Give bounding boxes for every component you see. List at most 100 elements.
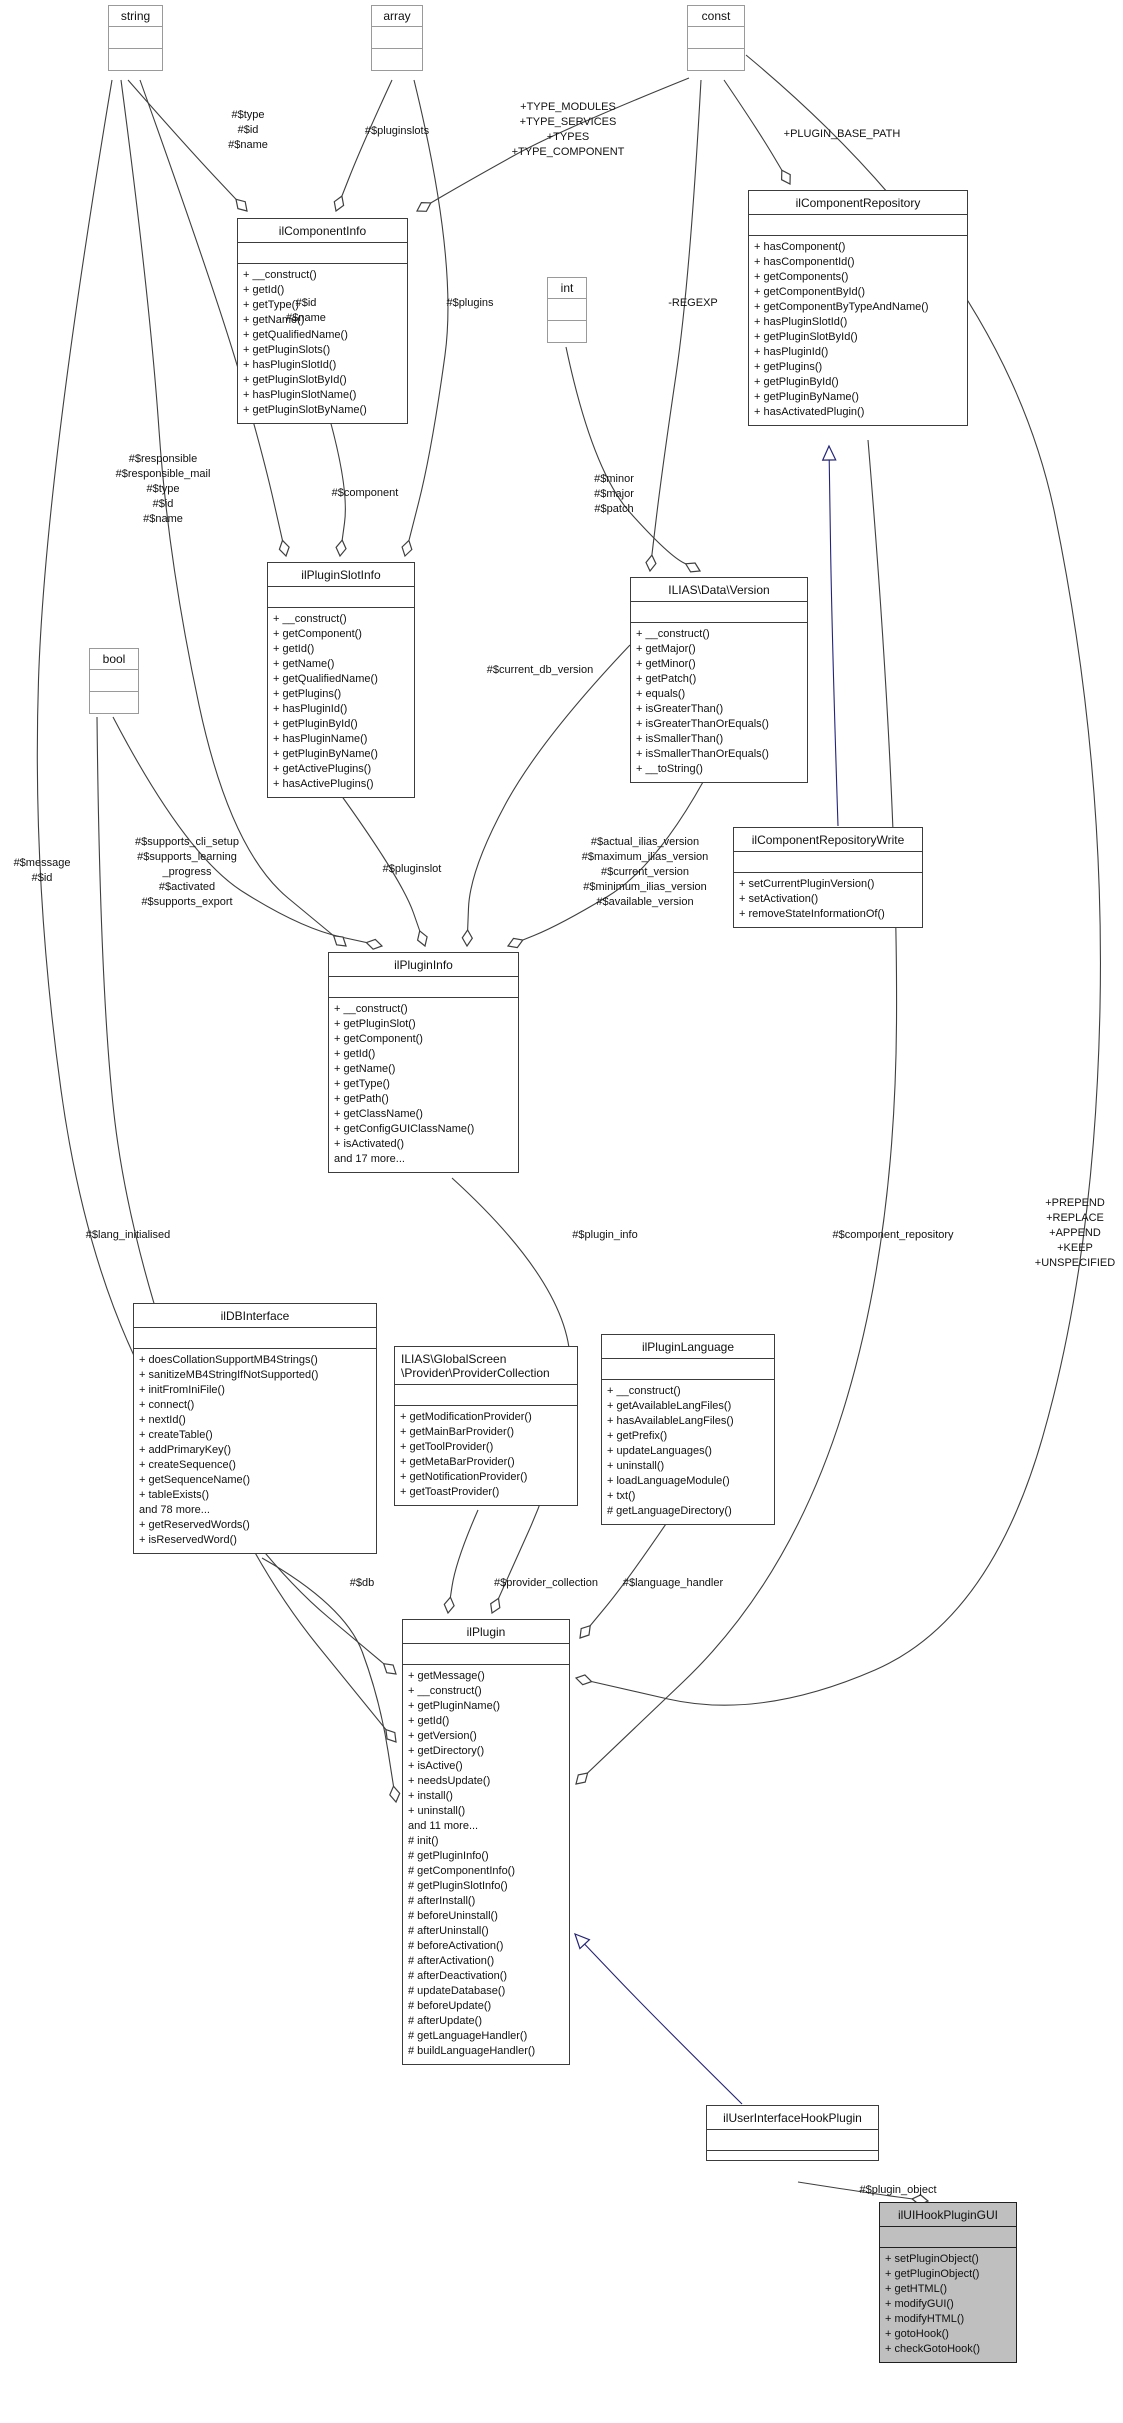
edge-label-language_handler: #$language_handler — [622, 1577, 724, 1589]
class-node-ilPluginInfo[interactable]: ilPluginInfo+ __construct() + getPluginS… — [328, 952, 519, 1173]
edge-label-component: #$component — [331, 487, 399, 499]
methods-section-bool — [90, 692, 138, 713]
diamond-marker-string-ilComponentInfo — [235, 198, 248, 212]
edge-int-Version — [565, 346, 701, 572]
edge-ilUserInterfaceHookPlugin-ilUIHookPluginGUI — [797, 2181, 929, 2202]
diamond-marker-ilPluginLanguage-ilPlugin — [579, 1624, 591, 1639]
edge-const-ilComponentRepository — [723, 79, 791, 185]
diamond-marker-ilPluginInfo-ilPlugin — [490, 1597, 501, 1615]
attributes-section-ilUIHookPluginGUI — [880, 2227, 1016, 2248]
edge-ilComponentInfo-ilPluginSlotInfo — [329, 419, 346, 557]
edge-array-ilPluginSlotInfo — [404, 79, 449, 557]
diamond-marker-int-Version — [684, 562, 702, 573]
attributes-section-ilUserInterfaceHookPlugin — [707, 2130, 878, 2151]
diamond-marker-const-ilComponentRepository — [780, 169, 791, 185]
class-title-int: int — [548, 278, 586, 299]
class-node-ilPluginLanguage[interactable]: ilPluginLanguage+ __construct() + getAva… — [601, 1334, 775, 1525]
attributes-section-ilComponentRepository — [749, 215, 967, 236]
class-title-ilComponentRepositoryWrite: ilComponentRepositoryWrite — [734, 828, 922, 852]
edge-label-id: #$id #$name — [286, 297, 326, 324]
class-title-ilComponentInfo: ilComponentInfo — [238, 219, 407, 243]
diamond-marker-bool-ilPluginInfo — [365, 938, 384, 950]
edge-label-plugin_info: #$plugin_info — [572, 1229, 638, 1241]
class-title-ilUserInterfaceHookPlugin: ilUserInterfaceHookPlugin — [707, 2106, 878, 2130]
edge-label-message: #$message #$id — [13, 857, 71, 884]
class-title-ilPlugin: ilPlugin — [403, 1620, 569, 1644]
edge-label-prepend: +PREPEND +REPLACE +APPEND +KEEP +UNSPECI… — [1034, 1197, 1116, 1269]
edge-ilPluginLanguage-ilPlugin — [579, 1517, 671, 1639]
diamond-marker-bool-ilPlugin — [385, 1728, 397, 1743]
edge-Version-ilPluginInfo-dbver — [466, 644, 631, 947]
attributes-section-ilPluginInfo — [329, 977, 518, 998]
arrow-marker-ilComponentRepositoryWrite-ilComponentRepository — [821, 444, 837, 461]
class-node-ilComponentRepository[interactable]: ilComponentRepository+ hasComponent() + … — [748, 190, 968, 426]
class-title-array: array — [372, 6, 422, 27]
attributes-section-const — [688, 27, 744, 49]
attributes-section-Version — [631, 602, 807, 623]
methods-section-ilPluginInfo: + __construct() + getPluginSlot() + getC… — [334, 1003, 475, 1165]
class-node-int: int — [547, 277, 587, 343]
edge-label-type_modules: +TYPE_MODULES +TYPE_SERVICES +TYPES +TYP… — [511, 101, 625, 158]
attributes-section-ilDBInterface — [134, 1328, 376, 1349]
class-title-ilDBInterface: ilDBInterface — [134, 1304, 376, 1328]
methods-section-const — [688, 49, 744, 70]
edge-ilComponentRepository-ilPlugin — [575, 439, 898, 1785]
class-node-ilPlugin[interactable]: ilPlugin+ getMessage() + __construct() +… — [402, 1619, 570, 2065]
diamond-marker-const-ilPlugin — [574, 1674, 593, 1686]
edge-ilComponentRepositoryWrite-ilComponentRepository — [828, 445, 839, 827]
class-node-ilComponentInfo[interactable]: ilComponentInfo + __construct() + getId()… — [237, 218, 408, 424]
edge-ilDBInterface-ilPlugin — [261, 1557, 397, 1803]
diamond-marker-string-ilPluginSlotInfo — [278, 539, 290, 558]
methods-section-ilPluginSlotInfo: + __construct() + getComponent() + getId… — [273, 613, 378, 790]
methods-section-array — [372, 49, 422, 70]
edge-string-ilPluginInfo — [120, 79, 347, 947]
edge-Version-ilPluginInfo-versions — [507, 781, 704, 947]
edge-label-minor: #$minor #$major #$patch — [594, 473, 634, 515]
diamond-marker-ilComponentRepository-ilPlugin — [575, 1772, 589, 1785]
arrow-marker-ilUserInterfaceHookPlugin-ilPlugin — [574, 1932, 591, 1950]
class-node-ilComponentRepositoryWrite[interactable]: ilComponentRepositoryWrite+ setCurrentPl… — [733, 827, 923, 928]
diamond-marker-const-Version — [645, 553, 657, 573]
diamond-marker-string-ilPluginInfo — [332, 935, 347, 947]
diamond-marker-ilPluginSlotInfo-ilPluginInfo — [416, 929, 428, 948]
edge-const-ilComponentInfo — [416, 77, 690, 212]
attributes-section-ilPluginSlotInfo — [268, 587, 414, 608]
diamond-marker-ProviderCollection-ilPlugin — [443, 1596, 455, 1615]
edge-const-Version — [649, 79, 702, 572]
class-title-bool: bool — [90, 649, 138, 670]
edge-label-db: #$db — [349, 1577, 375, 1589]
methods-section-ilComponentRepository: + hasComponent() + hasComponentId() + ge… — [754, 241, 929, 418]
class-node-ilUIHookPluginGUI[interactable]: ilUIHookPluginGUI+ setPluginObject() + g… — [879, 2202, 1017, 2363]
edge-array-ilComponentInfo — [335, 79, 393, 212]
edge-label-plugin_base_path: +PLUGIN_BASE_PATH — [783, 128, 901, 140]
class-title-ilPluginLanguage: ilPluginLanguage — [602, 1335, 774, 1359]
diamond-marker-Version-ilPluginInfo-versions — [506, 937, 524, 949]
diamond-marker-string-ilPlugin — [382, 1662, 397, 1675]
attributes-section-ProviderCollection — [395, 1385, 577, 1406]
class-node-string: string — [108, 5, 163, 71]
attributes-section-ilPlugin — [403, 1644, 569, 1665]
edge-label-lang_initialised: #$lang_initialised — [85, 1229, 171, 1241]
methods-section-ilUIHookPluginGUI: + setPluginObject() + getPluginObject() … — [885, 2253, 981, 2355]
methods-section-ProviderCollection: + getModificationProvider() + getMainBar… — [400, 1411, 532, 1498]
attributes-section-ilComponentInfo — [238, 243, 407, 264]
class-node-Version[interactable]: ILIAS\Data\Version+ __construct() + getM… — [630, 577, 808, 783]
methods-section-ilComponentInfo: + __construct() + getId() + getType() + … — [243, 269, 367, 416]
edge-string-ilPluginSlotInfo — [139, 79, 287, 557]
edge-label-responsible: #$responsible #$responsible_mail #$type … — [115, 453, 211, 525]
class-node-ilDBInterface[interactable]: ilDBInterface + doesCollationSupportMB4St… — [133, 1303, 377, 1554]
edge-const-ilPlugin — [575, 54, 1102, 1706]
methods-section-Version: + __construct() + getMajor() + getMinor(… — [636, 628, 769, 775]
methods-section-ilDBInterface: + doesCollationSupportMB4Strings() + san… — [139, 1354, 319, 1546]
edge-bool-ilPluginInfo — [112, 716, 383, 947]
class-node-const: const — [687, 5, 745, 71]
class-node-ProviderCollection[interactable]: ILIAS\GlobalScreen \Provider\ProviderCol… — [394, 1346, 578, 1506]
edge-label-plugins: #$plugins — [446, 297, 494, 309]
class-title-string: string — [109, 6, 162, 27]
class-node-ilUserInterfaceHookPlugin[interactable]: ilUserInterfaceHookPlugin — [706, 2105, 879, 2161]
methods-section-string — [109, 49, 162, 70]
edge-label-current_db_version: #$current_db_version — [486, 664, 594, 676]
edge-label-component_repository: #$component_repository — [832, 1229, 954, 1241]
attributes-section-ilComponentRepositoryWrite — [734, 852, 922, 873]
class-node-ilPluginSlotInfo[interactable]: ilPluginSlotInfo+ __construct() + getCom… — [267, 562, 415, 798]
